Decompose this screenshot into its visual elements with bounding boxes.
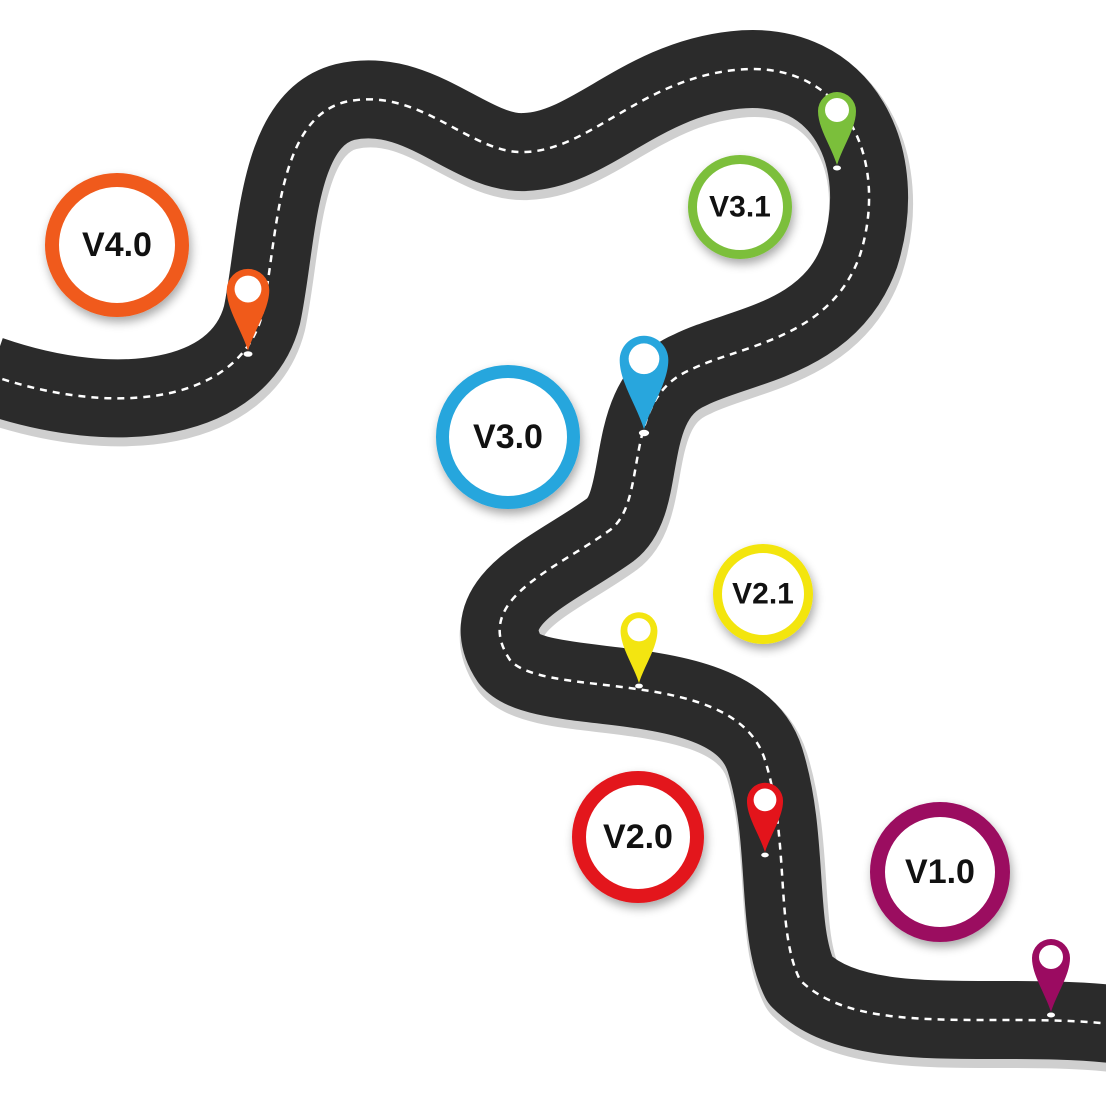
map-pin-icon [1032, 939, 1070, 1018]
milestone-badge [572, 771, 704, 903]
milestone-label: V3.0 [473, 418, 543, 456]
milestone-badge [45, 173, 189, 317]
map-pin-icon [818, 92, 856, 171]
milestone-label: V2.0 [603, 818, 673, 856]
milestones: V1.0 V2.0 V2.1 V3.0 V3.1V4.0 [45, 92, 1070, 1018]
map-pin-icon [226, 268, 270, 357]
milestone-label: V2.1 [732, 578, 794, 611]
milestone-v3-1: V3.1 [688, 92, 856, 259]
milestone-label: V1.0 [905, 853, 975, 891]
map-pin-icon [746, 782, 784, 858]
milestone-label: V3.1 [709, 191, 771, 224]
milestone-badge [870, 802, 1010, 942]
map-pin-icon [619, 335, 669, 437]
map-pin-icon [620, 612, 658, 689]
milestone-v4-0: V4.0 [45, 173, 270, 357]
milestone-v2-1: V2.1 [620, 544, 813, 689]
milestone-v2-0: V2.0 [572, 771, 784, 903]
milestone-badge [688, 155, 792, 259]
milestone-badge [713, 544, 813, 644]
milestone-badge [436, 365, 580, 509]
milestone-label: V4.0 [82, 226, 152, 264]
milestone-v3-0: V3.0 [436, 335, 669, 509]
milestone-v1-0: V1.0 [870, 802, 1070, 1018]
